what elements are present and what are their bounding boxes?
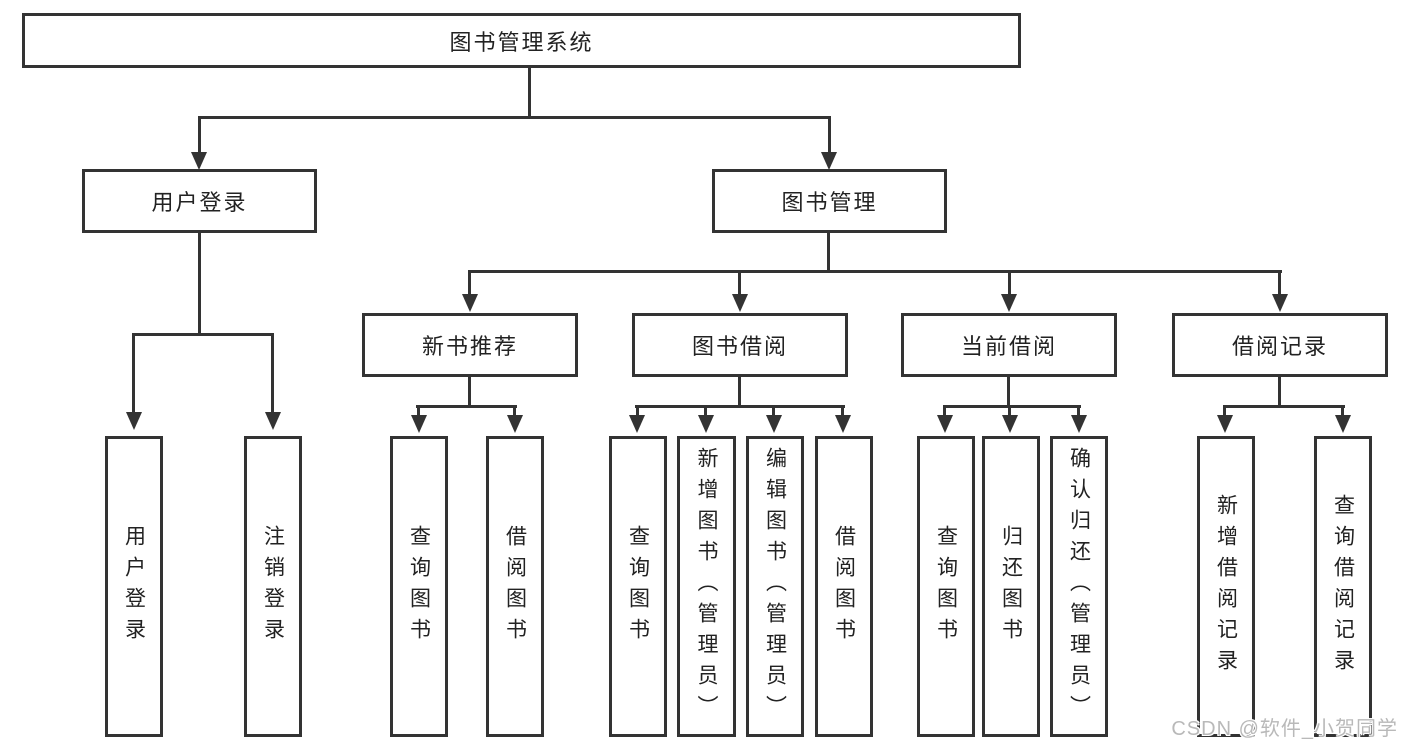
edge-level2-rail	[198, 116, 831, 119]
arrow-to-ul-logout	[265, 412, 281, 430]
node-book-management: 图书管理	[712, 169, 947, 233]
node-user-login: 用户登录	[82, 169, 317, 233]
edge-user-login-stem	[198, 233, 201, 336]
arrow-to-nb-borrow	[507, 415, 523, 433]
arrow-to-book-borrowing	[732, 294, 748, 312]
node-current-borrowing: 当前借阅	[901, 313, 1117, 377]
edge-to-book-management-stem	[828, 116, 831, 154]
arrow-to-borrowing-records	[1272, 294, 1288, 312]
node-leaf-cb-confirm-return-label: 确认归还（管理员）	[1067, 447, 1091, 726]
node-root-label: 图书管理系统	[449, 29, 594, 55]
arrow-to-user-login	[191, 152, 207, 170]
node-leaf-bb-borrow-books: 借阅图书	[815, 436, 873, 737]
arrow-to-bb-edit	[766, 415, 782, 433]
edge-borrowing-records-rail	[1223, 405, 1345, 408]
edge-to-cb-confirm-stem	[1077, 405, 1080, 417]
edge-to-book-borrowing-stem	[738, 270, 741, 296]
arrow-to-book-management	[821, 152, 837, 170]
arrow-to-br-add	[1217, 415, 1233, 433]
edge-user-login-rail	[132, 333, 274, 336]
node-leaf-bb-add-books-label: 新增图书（管理员）	[695, 447, 718, 726]
node-new-book-recommend-label: 新书推荐	[421, 334, 518, 359]
edge-to-new-book-stem	[468, 270, 471, 296]
node-current-borrowing-label: 当前借阅	[960, 334, 1057, 359]
edge-level3-rail	[468, 270, 1282, 273]
arrow-to-cb-return	[1002, 415, 1018, 433]
edge-book-borrowing-stem	[738, 377, 741, 407]
edge-book-borrowing-rail	[635, 405, 845, 408]
arrow-to-cb-confirm	[1071, 415, 1087, 433]
arrow-to-br-query	[1335, 415, 1351, 433]
arrow-to-nb-query	[411, 415, 427, 433]
node-leaf-nb-borrow-books-label: 借阅图书	[503, 524, 527, 649]
edge-to-borrowing-records-stem	[1278, 270, 1281, 296]
node-new-book-recommend: 新书推荐	[362, 313, 578, 377]
node-leaf-bb-query-books-label: 查询图书	[626, 524, 650, 649]
edge-to-bb-add-stem	[704, 405, 707, 417]
node-leaf-bb-borrow-books-label: 借阅图书	[832, 524, 856, 649]
arrow-to-bb-borrow	[835, 415, 851, 433]
edge-to-current-borrowing-stem	[1008, 270, 1011, 296]
arrow-to-cb-query	[937, 415, 953, 433]
node-leaf-nb-query-books: 查询图书	[390, 436, 448, 737]
watermark: CSDN @软件_小贺同学	[1171, 718, 1398, 740]
node-leaf-cb-return-books-label: 归还图书	[999, 524, 1023, 649]
node-user-login-label: 用户登录	[151, 190, 248, 215]
edge-to-nb-borrow-stem	[513, 405, 516, 417]
node-leaf-bb-query-books: 查询图书	[609, 436, 667, 737]
arrow-to-bb-add	[698, 415, 714, 433]
node-book-borrowing-label: 图书借阅	[691, 334, 788, 359]
edge-to-nb-query-stem	[417, 405, 420, 417]
node-leaf-nb-borrow-books: 借阅图书	[486, 436, 544, 737]
edge-root-stem	[528, 66, 531, 118]
node-leaf-cb-confirm-return: 确认归还（管理员）	[1050, 436, 1108, 737]
node-leaf-cb-return-books: 归还图书	[982, 436, 1040, 737]
edge-new-book-rail	[416, 405, 517, 408]
node-borrowing-records: 借阅记录	[1172, 313, 1388, 377]
edge-book-management-stem	[827, 233, 830, 273]
node-leaf-bb-edit-books: 编辑图书（管理员）	[746, 436, 804, 737]
node-root: 图书管理系统	[22, 13, 1021, 68]
edge-to-bb-edit-stem	[772, 405, 775, 417]
edge-current-borrowing-rail	[943, 405, 1081, 408]
edge-to-bb-query-stem	[636, 405, 639, 417]
arrow-to-current-borrowing	[1001, 294, 1017, 312]
node-leaf-br-add-record-label: 新增借阅记录	[1214, 493, 1238, 680]
edge-to-cb-query-stem	[943, 405, 946, 417]
edge-new-book-stem	[468, 377, 471, 407]
node-leaf-cb-query-books: 查询图书	[917, 436, 975, 737]
node-leaf-logout: 注销登录	[244, 436, 302, 737]
edge-to-cb-return-stem	[1008, 405, 1011, 417]
node-leaf-user-login-label: 用户登录	[122, 524, 146, 649]
edge-to-br-add-stem	[1223, 405, 1226, 417]
node-leaf-nb-query-books-label: 查询图书	[407, 524, 431, 649]
edge-to-ul-login-stem	[132, 333, 135, 414]
node-leaf-logout-label: 注销登录	[261, 524, 285, 649]
node-leaf-br-query-record-label: 查询借阅记录	[1331, 493, 1355, 680]
arrow-to-new-book	[462, 294, 478, 312]
node-leaf-user-login: 用户登录	[105, 436, 163, 737]
edge-to-user-login-stem	[198, 116, 201, 154]
node-book-management-label: 图书管理	[781, 190, 878, 215]
edge-borrowing-records-stem	[1278, 377, 1281, 407]
arrow-to-ul-login	[126, 412, 142, 430]
node-leaf-br-add-record: 新增借阅记录	[1197, 436, 1255, 737]
node-leaf-cb-query-books-label: 查询图书	[934, 524, 958, 649]
edge-to-bb-borrow-stem	[841, 405, 844, 417]
edge-current-borrowing-stem	[1007, 377, 1010, 407]
node-book-borrowing: 图书借阅	[632, 313, 848, 377]
node-leaf-br-query-record: 查询借阅记录	[1314, 436, 1372, 737]
edge-to-ul-logout-stem	[271, 333, 274, 414]
node-leaf-bb-edit-books-label: 编辑图书（管理员）	[763, 447, 787, 726]
edge-to-br-query-stem	[1341, 405, 1344, 417]
node-leaf-bb-add-books: 新增图书（管理员）	[677, 436, 736, 737]
arrow-to-bb-query	[629, 415, 645, 433]
node-borrowing-records-label: 借阅记录	[1231, 334, 1328, 359]
